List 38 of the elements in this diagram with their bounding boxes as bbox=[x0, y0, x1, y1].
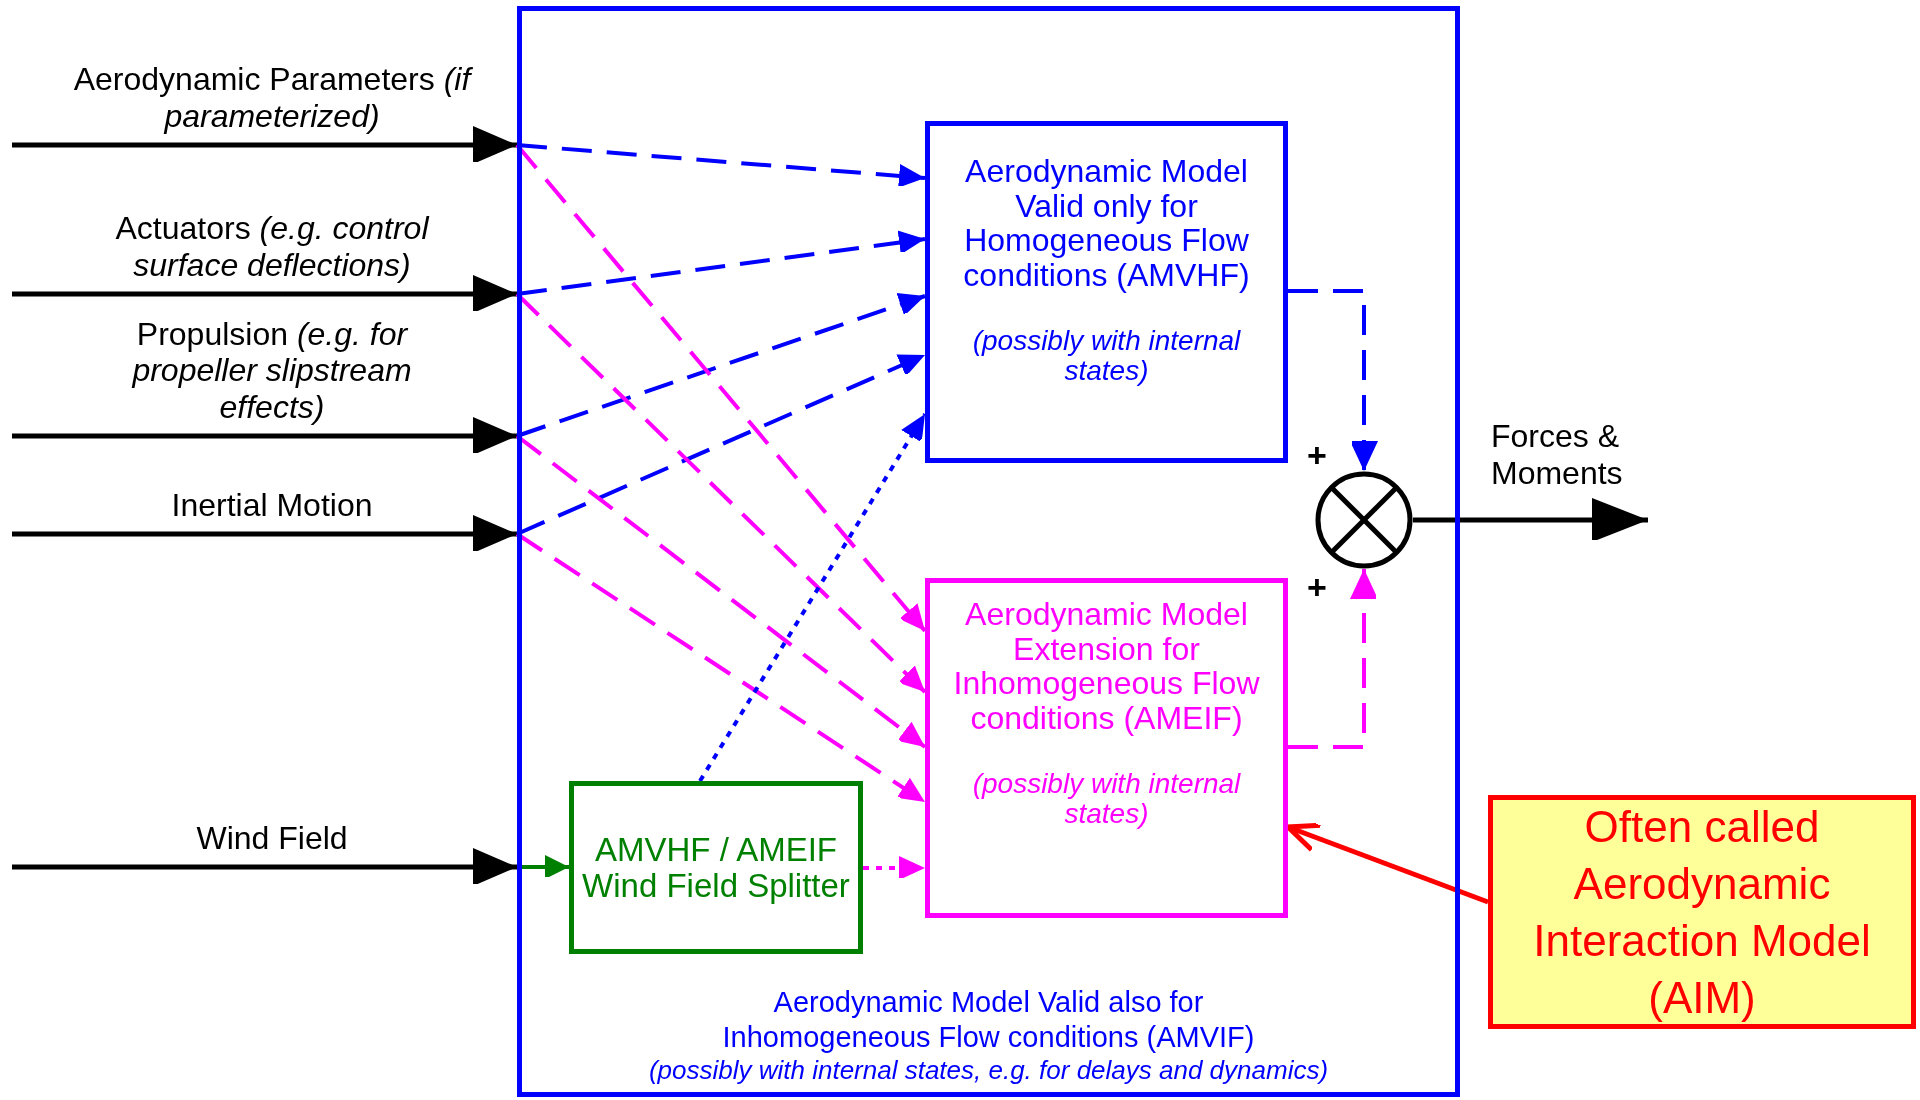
sign-label: + bbox=[1307, 570, 1327, 604]
edge-label: Forces & Moments bbox=[1491, 418, 1624, 492]
arrow bbox=[12, 126, 517, 164]
boundary-note: (possibly with internal states, e.g. for delays and dynamics) bbox=[648, 1054, 1329, 1086]
sign-label: + bbox=[1307, 438, 1327, 472]
edge-label: Actuators (e.g. control surface deflections) bbox=[114, 210, 431, 284]
box-title: Aerodynamic Model Valid only for Homogeneous Flow conditions (AMVHF) bbox=[962, 154, 1251, 293]
arrow bbox=[516, 293, 926, 438]
arrow bbox=[12, 417, 517, 455]
box-title: Often called Aerodynamic Interaction Model (AIM) bbox=[1532, 800, 1872, 1025]
arrow bbox=[515, 292, 927, 694]
edge-label: Aerodynamic Parameters (if parameterized) bbox=[72, 61, 474, 135]
arrow bbox=[1288, 289, 1378, 471]
edge-label: Wind Field bbox=[195, 820, 349, 857]
arrow bbox=[1288, 569, 1378, 749]
arrow bbox=[515, 143, 927, 633]
arrow bbox=[1285, 822, 1489, 905]
arrow bbox=[698, 412, 927, 783]
arrow bbox=[12, 848, 517, 886]
process-box bbox=[925, 121, 1288, 463]
arrow bbox=[863, 856, 925, 880]
process-box bbox=[925, 578, 1288, 918]
arrow bbox=[516, 353, 926, 536]
callout-box bbox=[1488, 795, 1916, 1029]
box-title: Aerodynamic Model Extension for Inhomogeneous Flow conditions (AMEIF) bbox=[952, 597, 1261, 736]
arrow bbox=[515, 532, 927, 804]
process-box bbox=[569, 781, 863, 954]
arrow bbox=[515, 434, 927, 749]
edge-label: Inertial Motion bbox=[170, 487, 374, 524]
box-note: (possibly with internal states) bbox=[971, 326, 1242, 387]
box-note: (possibly with internal states) bbox=[971, 769, 1242, 830]
edge-label: Propulsion (e.g. for propeller slipstream effects) bbox=[130, 315, 413, 426]
box-title: AMVHF / AMEIF Wind Field Splitter bbox=[581, 831, 851, 904]
arrow bbox=[12, 515, 517, 553]
model-boundary-box bbox=[517, 6, 1460, 1097]
boundary-label: Aerodynamic Model Valid also for Inhomogeneous Flow conditions (AMVIF) bbox=[721, 985, 1256, 1055]
arrow bbox=[12, 275, 517, 313]
arrow bbox=[1413, 498, 1648, 542]
